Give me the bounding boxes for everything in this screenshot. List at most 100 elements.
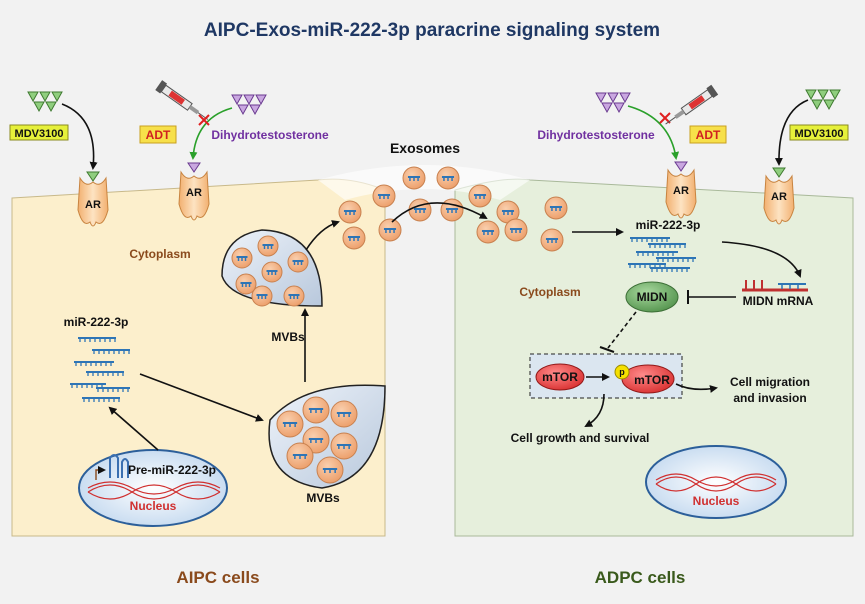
page-title: AIPC-Exos-miR-222-3p paracrine signaling…	[204, 20, 660, 41]
exosome	[544, 196, 568, 220]
left-mirna-cluster-icon	[70, 337, 130, 402]
exosome	[302, 396, 330, 424]
migration-label-line2: and invasion	[733, 391, 806, 405]
adpc-cells-label: ADPC cells	[595, 568, 686, 587]
exosome	[276, 410, 304, 438]
midn-inhibit-mtor-bar	[599, 346, 615, 353]
adpc-nucleus-label: Nucleus	[693, 494, 740, 508]
right-dht-ligand-icon	[595, 92, 631, 114]
exosome-transfer-arrow	[391, 202, 488, 223]
right-mdv3100-label: MDV3100	[795, 128, 844, 140]
exosome	[504, 218, 528, 242]
exosome	[261, 261, 283, 283]
exosome	[251, 285, 273, 307]
mirna-strand	[92, 349, 130, 354]
right-bound-dht-icon	[674, 161, 688, 172]
left-adt-box	[139, 125, 177, 144]
exosome	[540, 228, 564, 252]
exosome	[283, 285, 305, 307]
right-ar-label-2: AR	[771, 191, 787, 203]
left-ar-label-1: AR	[85, 199, 101, 211]
mtor-inactive	[535, 363, 585, 391]
left-mdv-arrow	[61, 103, 98, 170]
left-mdv3100-box	[9, 124, 69, 141]
exosomes-label: Exosomes	[390, 140, 460, 156]
left-bound-dht-icon	[187, 162, 201, 173]
aipc-nucleus-label: Nucleus	[130, 499, 177, 513]
nucleus-to-mirna-arrow	[108, 406, 159, 451]
exosome	[440, 198, 464, 222]
left-inhibit-x-icon	[198, 114, 210, 126]
mirna-strand	[78, 337, 116, 342]
exosome	[287, 251, 309, 273]
adpc-cytoplasm-label: Cytoplasm	[519, 285, 580, 299]
mvb-top-exosomes	[231, 235, 309, 307]
mirna-to-mvb-arrow	[139, 373, 264, 422]
left-ar-receptor-1-icon	[77, 176, 109, 227]
midn-label: MIDN	[637, 290, 668, 304]
mirna-to-mrna-arrow	[721, 241, 802, 278]
right-ar-receptor-2-icon	[763, 174, 795, 225]
right-ar-receptor-1-icon	[665, 168, 697, 219]
left-mdv3100-label: MDV3100	[15, 128, 64, 140]
right-dht-label: Dihydrotestosterone	[537, 128, 655, 142]
mtor-inactive-label: mTOR	[542, 370, 578, 384]
left-adt-label: ADT	[146, 128, 171, 142]
right-syringe-icon	[665, 84, 719, 125]
phospho-icon	[614, 364, 630, 380]
left-bound-ligand-icon	[86, 171, 100, 182]
migration-label-line1: Cell migration	[730, 375, 810, 389]
mvb-top-label: MVBs	[271, 330, 305, 344]
mirna-strand	[70, 383, 106, 388]
right-dna-helix-icon	[655, 473, 777, 492]
exosome	[402, 166, 426, 190]
mvb-to-exosome-arrow	[305, 220, 340, 251]
right-inhibit-x-icon	[659, 112, 671, 124]
left-dht-label: Dihydrotestosterone	[211, 128, 329, 142]
exosome	[342, 226, 366, 250]
left-mirna-label: miR-222-3p	[64, 315, 129, 329]
mirna-strand	[630, 237, 670, 242]
mirna-strand	[650, 267, 690, 272]
exosome	[286, 442, 314, 470]
pre-mirna-pointer	[95, 466, 106, 480]
aipc-cells-label: AIPC cells	[176, 568, 259, 587]
right-adt-box	[689, 125, 727, 144]
right-adt-label: ADT	[696, 128, 721, 142]
mirna-strand	[656, 257, 696, 262]
exosome	[372, 184, 396, 208]
exosome	[231, 247, 253, 269]
adpc-nucleus	[645, 445, 787, 519]
exosome	[378, 218, 402, 242]
midn-mrna-label: MIDN mRNA	[743, 294, 814, 308]
right-ar-label-1: AR	[673, 185, 689, 197]
mirna-strand	[74, 361, 114, 366]
aipc-nucleus	[78, 449, 228, 527]
mirna-strand	[96, 387, 130, 392]
mvb-bottom-exosomes	[276, 396, 358, 484]
pre-mirna-label: Pre-miR-222-3p	[128, 463, 216, 477]
exosome	[330, 400, 358, 428]
left-syringe-icon	[155, 80, 209, 120]
mirna-strand	[648, 243, 686, 248]
mtor-active-label: mTOR	[634, 373, 670, 387]
pre-mirna-hairpin-icon	[109, 454, 129, 478]
right-mdv3100-box	[789, 124, 849, 141]
exosome	[476, 220, 500, 244]
mirna-strand	[636, 251, 678, 256]
mvb-bottom-label: MVBs	[306, 491, 340, 505]
aipc-cytoplasm-label: Cytoplasm	[129, 247, 190, 261]
left-ar-label-2: AR	[186, 187, 202, 199]
left-ar-receptor-2-icon	[178, 170, 210, 221]
growth-label: Cell growth and survival	[511, 431, 650, 445]
midn-protein	[625, 281, 679, 313]
left-mdv-ligand-icon	[27, 91, 63, 113]
mtor-to-migration-arrow	[675, 383, 718, 393]
left-dna-helix-icon	[87, 481, 221, 500]
exosome	[316, 456, 344, 484]
left-dht-ligand-icon	[231, 94, 267, 116]
exosome	[330, 432, 358, 460]
midn-mrna-icon	[742, 280, 808, 292]
left-dht-arrow	[189, 107, 233, 160]
exosome	[408, 198, 432, 222]
